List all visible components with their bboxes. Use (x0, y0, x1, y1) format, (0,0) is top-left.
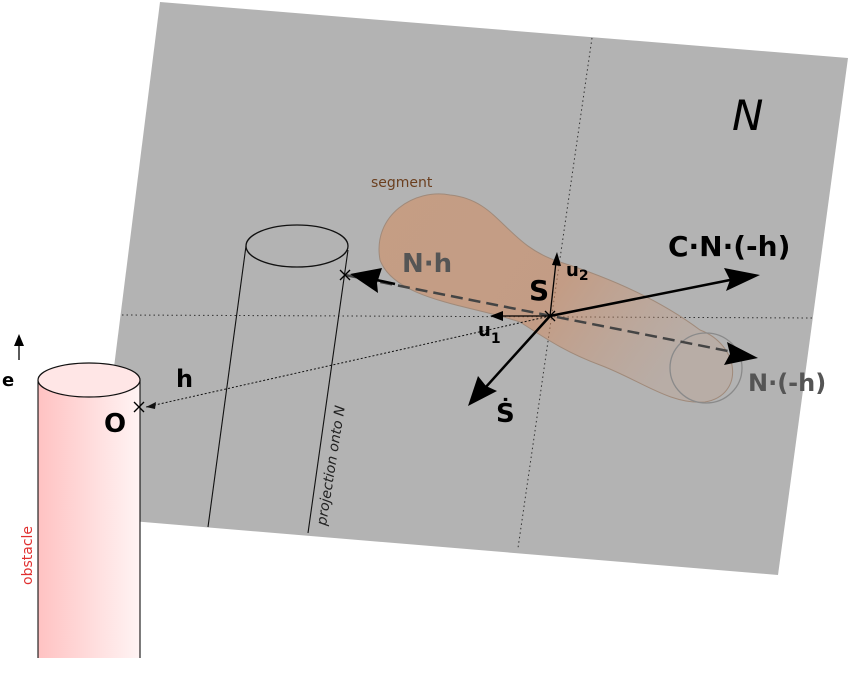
sdot-label: Ṡ (496, 396, 515, 429)
e-arrowhead (14, 334, 24, 346)
nneg-label: N·(-h) (748, 369, 826, 397)
nneg-arrowhead (724, 342, 758, 365)
projection-cylinder-right-edge (307, 249, 349, 534)
u1-arrowhead (490, 311, 503, 321)
sdot-arrow (484, 315, 551, 389)
segment-label: segment (371, 175, 433, 191)
projection-cylinder-left-edge (207, 245, 247, 528)
sdot-arrowhead (468, 376, 497, 406)
h-vector-line (145, 315, 551, 408)
u1-label: u1 (478, 320, 501, 347)
obstacle-label: obstacle (20, 526, 36, 585)
obstacle-top (37, 362, 141, 398)
segment-end-cap (669, 332, 743, 404)
n-axis-dashed-line (344, 273, 739, 355)
h-label: h (176, 365, 193, 393)
cnh-arrow (549, 278, 731, 318)
cnh-arrowhead (724, 268, 760, 291)
obstacle-body (38, 380, 140, 658)
h-vector-arrowhead (146, 402, 156, 409)
u2-label: u2 (566, 260, 589, 284)
plane-label: N (732, 91, 763, 140)
cnh-label: C·N·(-h) (668, 230, 790, 263)
nh-arrowhead (350, 268, 382, 293)
nh-cross-marker (339, 269, 351, 281)
u2-arrow (549, 261, 557, 317)
o-cross-marker (133, 401, 145, 413)
u2-arrowhead (552, 252, 561, 266)
s-label: S (529, 274, 549, 307)
nh-label: N·h (402, 249, 452, 279)
s-cross-marker (544, 310, 556, 322)
o-label: O (104, 409, 126, 439)
e-label: e (2, 370, 14, 391)
